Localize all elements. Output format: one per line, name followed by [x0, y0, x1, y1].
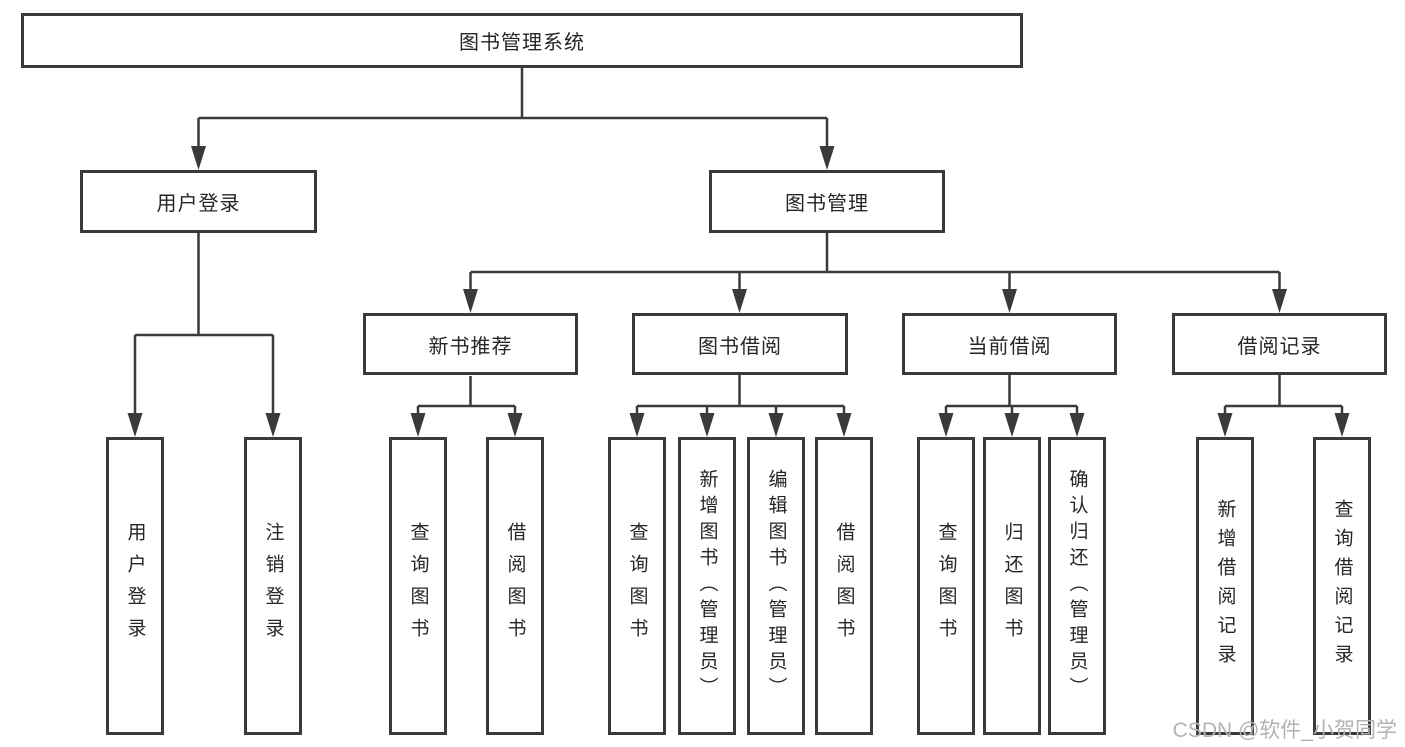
node-label: 用户登录 [124, 522, 146, 650]
leaf-borrow-books-borrowing: 借阅图书 [815, 437, 873, 735]
arrowhead [938, 413, 954, 437]
arrowhead [265, 413, 281, 437]
node-label: 确认归还（管理员） [1066, 469, 1088, 703]
leaf-add-books-admin: 新增图书（管理员） [678, 437, 736, 735]
arrowhead [463, 289, 478, 313]
node-label: 编辑图书（管理员） [765, 469, 787, 703]
arrowhead [699, 413, 715, 437]
node-label: 借阅图书 [833, 522, 855, 650]
connector-newbook-group [416, 376, 517, 419]
leaf-query-books-current: 查询图书 [917, 437, 975, 735]
connector-root-to-level2 [197, 68, 829, 150]
leaf-borrow-books-recommend: 借阅图书 [486, 437, 544, 735]
leaf-query-books-recommend: 查询图书 [389, 437, 447, 735]
arrowhead [1004, 413, 1020, 437]
connector-bookmgmt-to-level3 [469, 233, 1281, 292]
arrowhead [732, 289, 747, 313]
arrowhead [629, 413, 645, 437]
node-new-book-recommendation: 新书推荐 [363, 313, 578, 375]
node-label: 查询图书 [935, 522, 957, 650]
csdn-watermark: CSDN @软件_小贺同学 [1172, 719, 1397, 742]
node-label: 新增借阅记录 [1214, 499, 1236, 673]
leaf-query-books-borrowing: 查询图书 [608, 437, 666, 735]
node-label: 查询图书 [626, 522, 648, 650]
arrowhead [1334, 413, 1350, 437]
arrowhead [836, 413, 852, 437]
arrowhead [410, 413, 426, 437]
arrowhead [127, 413, 143, 437]
leaf-edit-books-admin: 编辑图书（管理员） [747, 437, 805, 735]
node-borrowing-records: 借阅记录 [1172, 313, 1387, 375]
node-book-management: 图书管理 [709, 170, 945, 233]
arrowhead [819, 146, 835, 170]
node-label: 图书管理系统 [459, 32, 585, 54]
connector-userlogin-group [133, 233, 275, 419]
leaf-confirm-return-admin: 确认归还（管理员） [1048, 437, 1106, 735]
arrowhead [1272, 289, 1287, 313]
leaf-user-login: 用户登录 [106, 437, 164, 735]
arrowhead [191, 146, 206, 170]
node-label: 注销登录 [262, 522, 284, 650]
node-label: 新增图书（管理员） [696, 469, 718, 703]
node-label: 新书推荐 [428, 335, 513, 358]
node-root-system: 图书管理系统 [21, 13, 1023, 68]
leaf-return-books: 归还图书 [983, 437, 1041, 735]
arrowhead [1217, 413, 1233, 437]
node-current-borrowing: 当前借阅 [902, 313, 1117, 375]
node-label: 查询图书 [407, 522, 429, 650]
node-label: 图书借阅 [698, 335, 782, 358]
node-label: 查询借阅记录 [1331, 499, 1353, 673]
connector-current-group [944, 375, 1079, 419]
connector-records-group [1223, 375, 1344, 419]
node-label: 图书管理 [785, 193, 869, 215]
arrowhead [1069, 413, 1085, 437]
arrowhead [768, 413, 784, 437]
node-label: 用户登录 [156, 193, 241, 215]
leaf-query-borrow-record: 查询借阅记录 [1313, 437, 1371, 735]
node-user-login: 用户登录 [80, 170, 317, 233]
arrowhead [1002, 289, 1017, 313]
node-label: 借阅记录 [1237, 335, 1322, 358]
node-label: 借阅图书 [504, 522, 526, 650]
node-label: 归还图书 [1001, 522, 1023, 650]
leaf-logout: 注销登录 [244, 437, 302, 735]
node-label: 当前借阅 [967, 335, 1052, 358]
arrowhead [507, 413, 523, 437]
connector-borrowing-group [635, 375, 846, 419]
leaf-add-borrow-record: 新增借阅记录 [1196, 437, 1254, 735]
node-book-borrowing: 图书借阅 [632, 313, 848, 375]
